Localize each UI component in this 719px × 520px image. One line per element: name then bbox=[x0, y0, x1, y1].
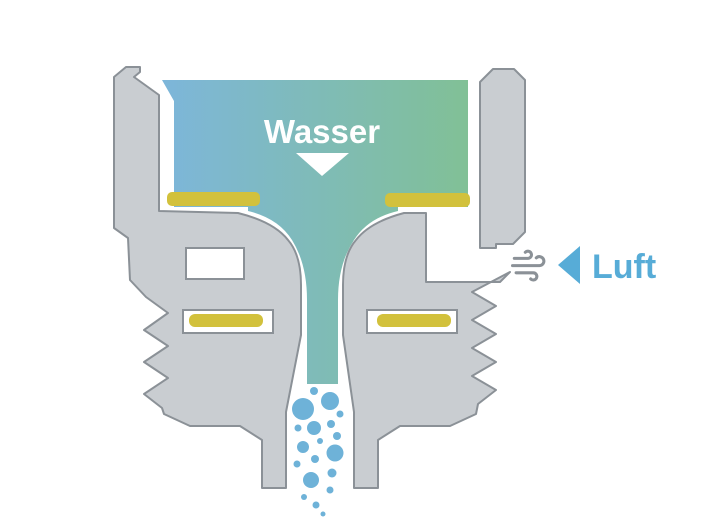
bubble bbox=[293, 460, 301, 468]
bubble bbox=[310, 387, 318, 395]
housing-right-upper-wall bbox=[479, 68, 526, 249]
bubble bbox=[317, 438, 323, 444]
water-label: Wasser bbox=[264, 113, 380, 150]
bubble bbox=[321, 392, 339, 410]
seal-upper-right bbox=[385, 193, 470, 207]
bubble-stream bbox=[292, 387, 344, 517]
water-body bbox=[162, 80, 468, 384]
bubble bbox=[333, 432, 341, 440]
wind-icon bbox=[510, 249, 546, 282]
bubble bbox=[292, 398, 314, 420]
bubble bbox=[303, 472, 319, 488]
bubble bbox=[297, 441, 309, 453]
bubble bbox=[312, 501, 320, 509]
housing-right bbox=[342, 212, 511, 489]
bubble bbox=[336, 410, 344, 418]
bubble bbox=[326, 486, 334, 494]
bubble bbox=[311, 455, 319, 463]
bubble bbox=[320, 511, 326, 517]
housing-window bbox=[185, 247, 245, 280]
bubble bbox=[301, 494, 307, 500]
air-label: Luft bbox=[592, 248, 656, 286]
bubble bbox=[307, 421, 321, 435]
seal-upper-left bbox=[167, 192, 260, 206]
arrow-left-icon bbox=[558, 246, 580, 284]
bubble bbox=[327, 420, 335, 428]
bubble bbox=[327, 468, 337, 478]
bubble bbox=[326, 444, 344, 462]
arrow-down-icon bbox=[296, 153, 349, 176]
seal-lower-right bbox=[377, 314, 451, 327]
bubble bbox=[294, 424, 302, 432]
seal-lower-left bbox=[189, 314, 263, 327]
